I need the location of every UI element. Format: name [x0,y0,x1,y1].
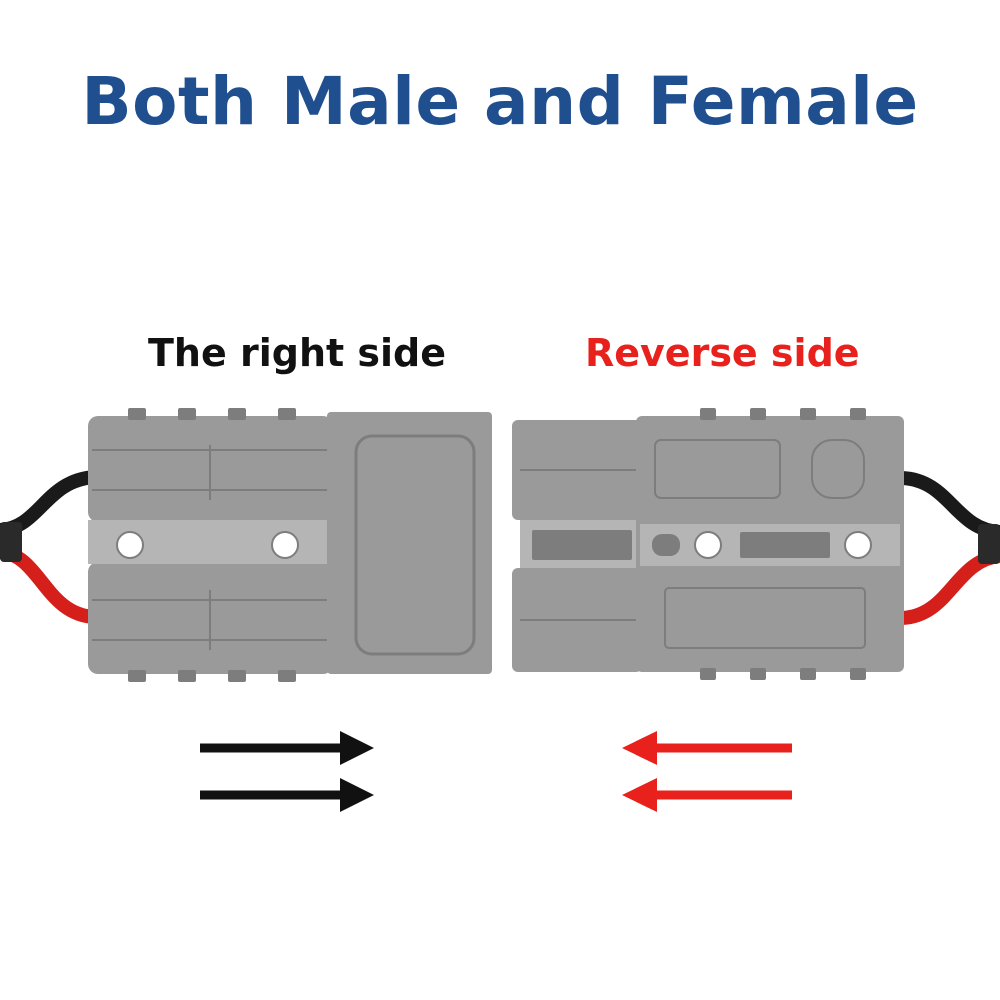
right-wires [895,471,1000,625]
left-housing-back [88,408,333,682]
right-cable-sleeve [978,524,1000,564]
left-mount-hole-2 [271,531,299,559]
right-side-label: The right side [148,331,447,375]
right-connector [512,408,1000,680]
left-front-plate [327,412,492,674]
arrow-right-icon [200,731,374,812]
arrow-left-icon [622,731,792,812]
right-mount-hole-1 [694,531,722,559]
right-main-body [636,408,904,680]
reverse-side-label: Reverse side [585,331,860,375]
right-red-wire [895,549,1000,625]
left-cable-sleeve [0,522,22,562]
right-black-wire [895,471,1000,539]
right-front-section [512,420,642,672]
page-title: Both Male and Female [81,63,919,140]
left-wires [0,470,102,624]
right-mount-hole-2 [844,531,872,559]
left-mount-hole-1 [116,531,144,559]
left-connector [0,408,492,682]
